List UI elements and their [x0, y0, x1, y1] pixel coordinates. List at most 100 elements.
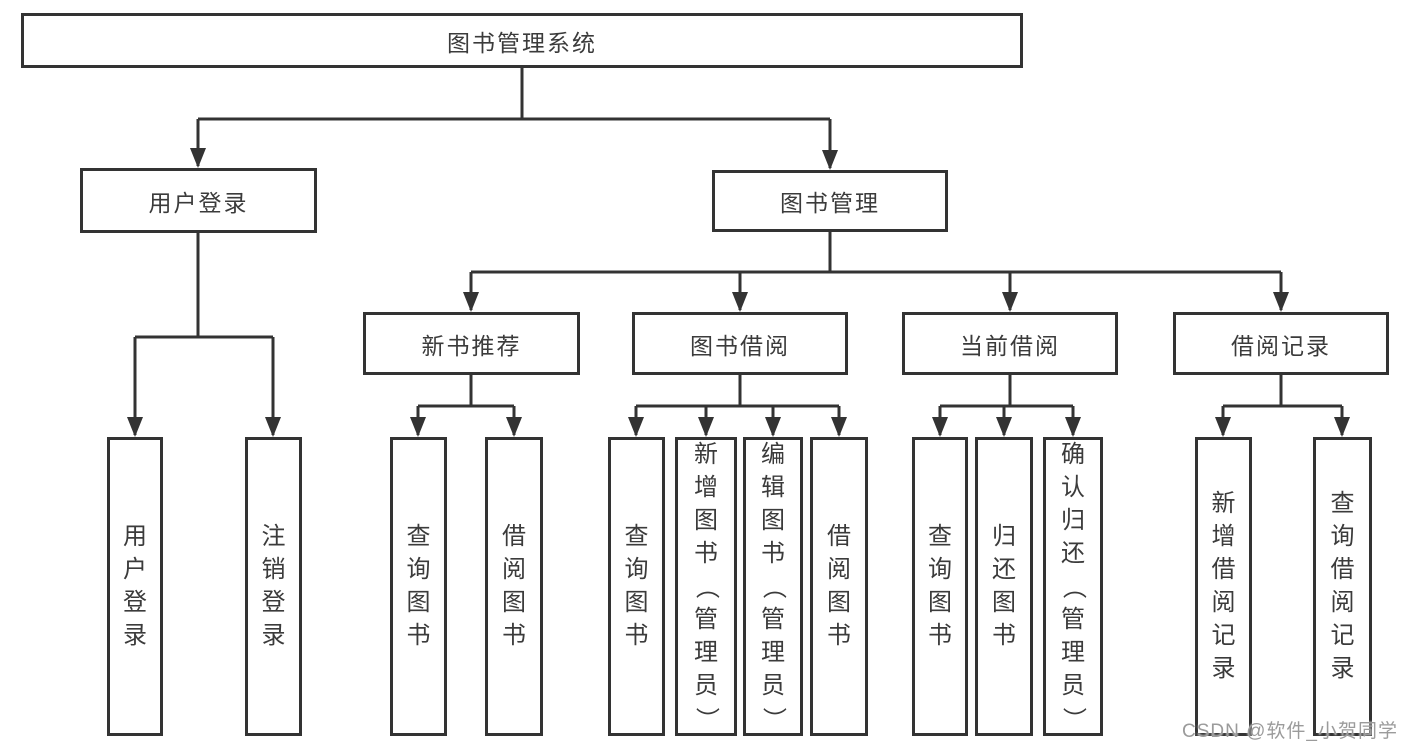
vertical-label-char: （: [693, 574, 720, 599]
leaf-query-book-current: 查询图书: [912, 437, 968, 736]
vertical-label-char: 书: [928, 622, 952, 649]
vertical-label-char: 管: [694, 605, 718, 633]
vertical-label-char: 查: [1330, 490, 1355, 517]
node-root-label: 图书管理系统: [447, 29, 597, 56]
leaf-add-book-admin: 新增图书（管理员）: [675, 437, 737, 736]
vertical-label-char: ）: [760, 706, 787, 731]
arrow-icon: [831, 417, 847, 437]
connector-borrow-record: [1221, 375, 1344, 435]
connector-user-login: [133, 233, 275, 435]
arrow-icon: [932, 417, 948, 437]
vertical-label-char: 阅: [1330, 589, 1355, 616]
connector-book-mgmt: [469, 232, 1283, 310]
node-book-borrow-label: 图书借阅: [690, 332, 790, 359]
vertical-label-char: 增: [694, 473, 718, 501]
vertical-label-char: ）: [693, 706, 720, 731]
arrow-icon: [410, 417, 426, 437]
vertical-label-char: 理: [694, 638, 718, 666]
vertical-label-char: 录: [1211, 655, 1236, 682]
connector-new-book: [416, 375, 516, 435]
leaf-add-borrow-record: 新增借阅记录: [1195, 437, 1252, 736]
vertical-label-char: 理: [1061, 638, 1085, 666]
vertical-label-char: 还: [1061, 539, 1085, 567]
vertical-label-char: 图: [928, 589, 952, 616]
vertical-label-char: 图: [406, 589, 431, 616]
vertical-label-char: 询: [928, 556, 952, 583]
vertical-label-char: 书: [694, 539, 718, 567]
arrow-icon: [127, 417, 143, 437]
arrow-icon: [1273, 292, 1289, 312]
vertical-label-char: 书: [624, 622, 649, 649]
leaf-confirm-return-admin: 确认归还（管理员）: [1043, 437, 1103, 736]
vertical-label-char: 注: [261, 523, 286, 550]
vertical-label-char: （: [1060, 574, 1087, 599]
arrow-icon: [732, 292, 748, 312]
node-user-login: 用户登录: [80, 168, 317, 233]
vertical-label-char: 图: [502, 589, 526, 616]
node-new-book-recommend: 新书推荐: [363, 312, 580, 375]
vertical-label-char: 询: [1330, 523, 1355, 550]
vertical-label-char: 借: [827, 523, 851, 550]
vertical-label-char: 归: [1061, 506, 1085, 534]
vertical-label-char: 查: [928, 523, 952, 550]
vertical-label-char: 增: [1211, 523, 1236, 550]
node-new-book-recommend-label: 新书推荐: [421, 332, 522, 359]
vertical-label-char: 确: [1061, 440, 1085, 468]
connector-root: [196, 68, 832, 168]
vertical-label-char: 编: [761, 440, 785, 468]
arrow-icon: [265, 417, 281, 437]
vertical-label-char: 理: [761, 638, 785, 666]
vertical-label-char: 图: [624, 589, 649, 616]
node-root: 图书管理系统: [21, 13, 1023, 68]
vertical-label-char: 户: [123, 556, 147, 583]
vertical-label-char: 录: [261, 622, 286, 649]
leaf-query-borrow-record: 查询借阅记录: [1313, 437, 1372, 736]
leaf-query-book-recommend: 查询图书: [390, 437, 447, 736]
vertical-label-char: 询: [406, 556, 431, 583]
vertical-label-char: 阅: [827, 556, 851, 583]
vertical-label-char: 员: [761, 671, 785, 699]
leaf-logout: 注销登录: [245, 437, 302, 736]
vertical-label-char: 查: [406, 523, 431, 550]
leaf-borrow-book: 借阅图书: [810, 437, 868, 736]
node-current-borrow: 当前借阅: [902, 312, 1118, 375]
arrow-icon: [765, 417, 781, 437]
node-current-borrow-label: 当前借阅: [960, 332, 1060, 359]
arrow-icon: [628, 417, 644, 437]
arrow-icon: [506, 417, 522, 437]
vertical-label-char: 记: [1330, 622, 1355, 649]
csdn-watermark: CSDN @软件_小贺同学: [1182, 721, 1398, 742]
vertical-label-char: 登: [261, 589, 286, 616]
vertical-label-char: 管: [1061, 605, 1085, 633]
vertical-label-char: 管: [761, 605, 785, 633]
vertical-label-char: 员: [694, 671, 718, 699]
vertical-label-char: 图: [992, 589, 1016, 616]
vertical-label-char: 阅: [1211, 589, 1236, 616]
vertical-label-char: 员: [1061, 671, 1085, 699]
arrow-icon: [463, 292, 479, 312]
arrow-icon: [698, 417, 714, 437]
leaf-return-book: 归还图书: [975, 437, 1033, 736]
arrow-icon: [1215, 417, 1231, 437]
connector-book-borrow: [634, 375, 841, 435]
arrow-icon: [996, 417, 1012, 437]
arrowheads: [127, 148, 1350, 437]
vertical-label-char: 借: [502, 523, 526, 550]
vertical-label-char: 书: [827, 622, 851, 649]
vertical-label-char: 图: [761, 506, 785, 534]
vertical-label-char: 阅: [502, 556, 526, 583]
vertical-label-char: 书: [502, 622, 526, 649]
vertical-label-char: 录: [1330, 655, 1355, 682]
vertical-label-char: 查: [624, 523, 649, 550]
node-borrow-record: 借阅记录: [1173, 312, 1389, 375]
leaf-borrow-book-recommend: 借阅图书: [485, 437, 543, 736]
node-book-borrow: 图书借阅: [632, 312, 848, 375]
vertical-label-char: 归: [992, 523, 1016, 550]
vertical-label-char: 图: [694, 506, 718, 534]
vertical-label-char: 借: [1211, 556, 1236, 583]
node-book-management: 图书管理: [712, 170, 948, 232]
leaf-edit-book-admin: 编辑图书（管理员）: [743, 437, 803, 736]
vertical-label-char: ）: [1060, 706, 1087, 731]
node-borrow-record-label: 借阅记录: [1231, 332, 1331, 359]
node-user-login-label: 用户登录: [148, 189, 249, 216]
